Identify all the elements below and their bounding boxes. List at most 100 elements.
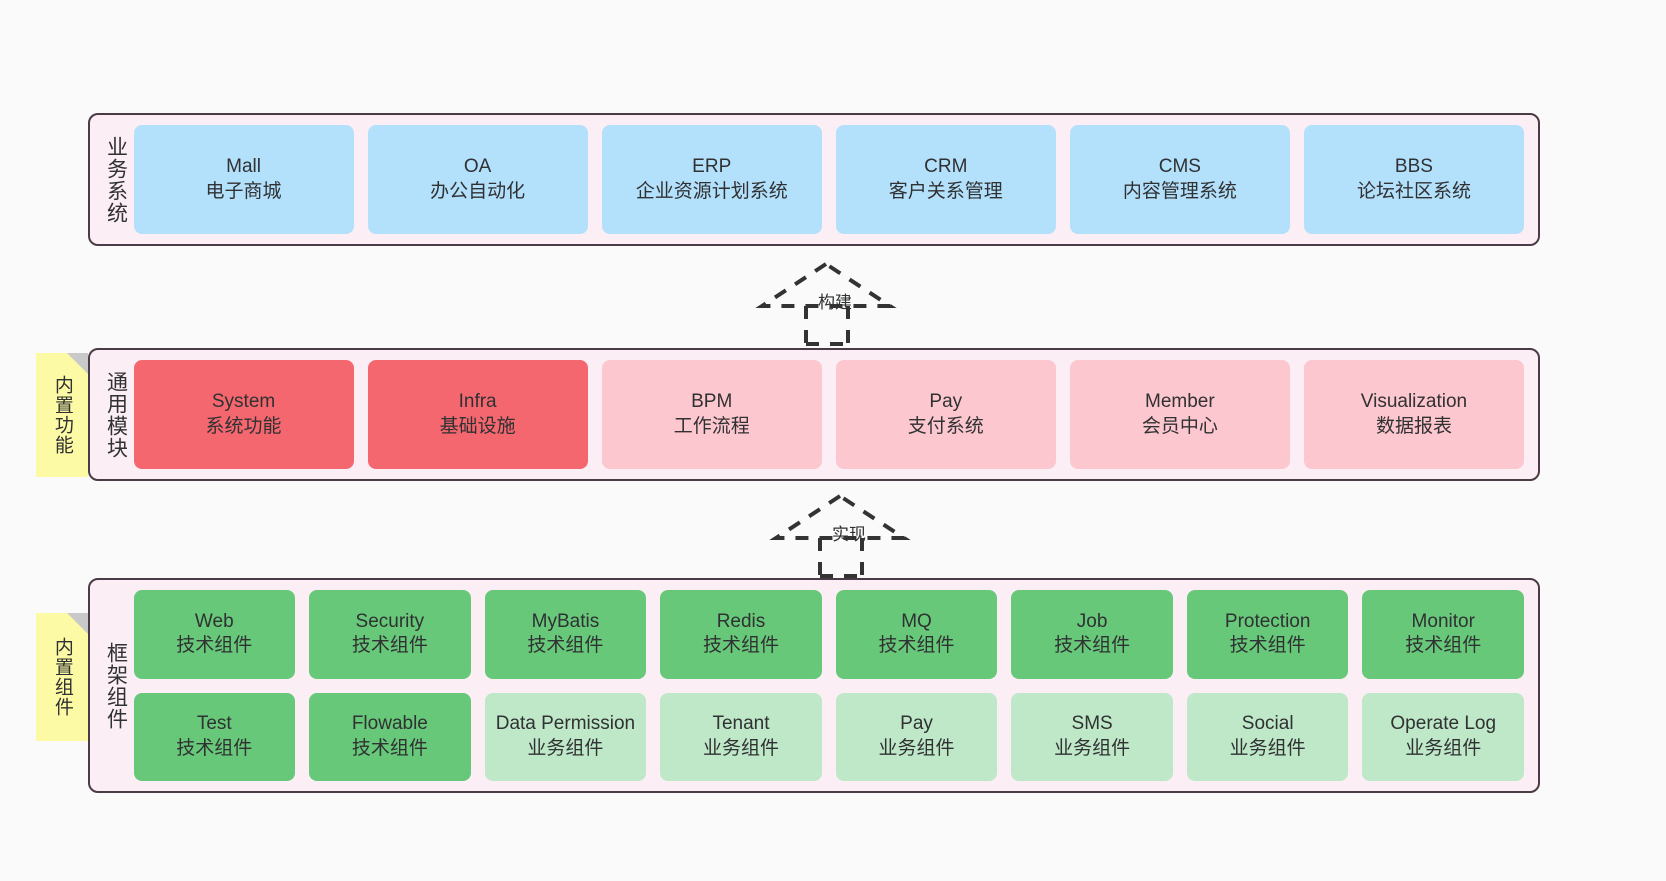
card-title: Job [1076, 610, 1108, 632]
card-data-permission[interactable]: Data Permission 业务组件 [484, 692, 647, 781]
card-subtitle: 企业资源计划系统 [635, 180, 788, 202]
note-label: 内置组件 [51, 637, 73, 717]
card-subtitle: 技术组件 [1229, 635, 1306, 657]
card-subtitle: 业务组件 [1229, 737, 1306, 759]
card-infra[interactable]: Infra 基础设施 [367, 360, 588, 469]
card-monitor[interactable]: Monitor 技术组件 [1362, 590, 1525, 679]
card-title: Tenant [712, 713, 770, 735]
card-title: MyBatis [531, 610, 600, 632]
card-subtitle: 业务组件 [702, 737, 779, 759]
card-subtitle: 客户关系管理 [888, 180, 1003, 202]
card-sms[interactable]: SMS 业务组件 [1011, 692, 1173, 781]
card-mall[interactable]: Mall 电子商城 [133, 125, 354, 234]
card-title: Visualization [1360, 391, 1468, 413]
card-title: Redis [716, 610, 766, 632]
card-subtitle: 数据报表 [1375, 415, 1452, 437]
card-title: Monitor [1411, 610, 1475, 632]
card-mybatis[interactable]: MyBatis 技术组件 [484, 590, 647, 679]
card-subtitle: 系统功能 [205, 415, 282, 437]
connector-build-glyph [755, 261, 897, 346]
card-member[interactable]: Member 会员中心 [1069, 360, 1290, 469]
layer-common-module: 通用模块 System 系统功能 Infra 基础设施 BPM 工作流程 Pay… [88, 348, 1540, 481]
note-built-in-component: 内置组件 [36, 613, 88, 741]
card-subtitle: 技术组件 [1054, 635, 1131, 657]
card-bbs[interactable]: BBS 论坛社区系统 [1303, 125, 1524, 234]
card-title: Pay [929, 391, 963, 413]
card-grid-common-module: System 系统功能 Infra 基础设施 BPM 工作流程 Pay 支付系统… [133, 360, 1524, 469]
card-subtitle: 工作流程 [673, 415, 750, 437]
card-subtitle: 电子商城 [205, 180, 282, 202]
note-built-in-feature: 内置功能 [36, 353, 88, 477]
card-mq[interactable]: MQ 技术组件 [835, 590, 998, 679]
card-title: Pay [900, 713, 933, 735]
card-subtitle: 业务组件 [1405, 737, 1482, 759]
card-grid-framework-component: Web 技术组件 Security 技术组件 MyBatis 技术组件 Redi… [133, 590, 1525, 781]
card-title: Security [355, 610, 425, 632]
layer-label-common-module: 通用模块 [104, 370, 128, 459]
card-subtitle: 技术组件 [351, 737, 428, 759]
layer-business-system: 业务系统 Mall 电子商城 OA 办公自动化 ERP 企业资源计划系统 CRM… [88, 113, 1540, 246]
card-crm[interactable]: CRM 客户关系管理 [835, 125, 1056, 234]
card-title: ERP [692, 156, 732, 178]
card-title: Data Permission [495, 713, 636, 735]
connector-implement-label: 实现 [832, 525, 866, 544]
card-title: MQ [901, 610, 932, 632]
card-subtitle: 技术组件 [351, 635, 428, 657]
card-subtitle: 业务组件 [1054, 737, 1131, 759]
card-erp[interactable]: ERP 企业资源计划系统 [601, 125, 822, 234]
card-title: Mall [226, 156, 261, 178]
card-system[interactable]: System 系统功能 [133, 360, 354, 469]
card-title: Flowable [351, 713, 428, 735]
card-title: SMS [1071, 713, 1113, 735]
card-operate-log[interactable]: Operate Log 业务组件 [1362, 692, 1525, 781]
layer-label-business-system: 业务系统 [104, 135, 128, 224]
card-subtitle: 内容管理系统 [1122, 180, 1237, 202]
card-title: Operate Log [1390, 713, 1497, 735]
card-pay[interactable]: Pay 支付系统 [835, 360, 1056, 469]
card-pay-business[interactable]: Pay 业务组件 [835, 692, 998, 781]
card-cms[interactable]: CMS 内容管理系统 [1069, 125, 1290, 234]
card-title: Infra [458, 391, 497, 413]
card-security[interactable]: Security 技术组件 [309, 590, 471, 679]
card-title: CMS [1158, 156, 1201, 178]
card-flowable[interactable]: Flowable 技术组件 [309, 692, 471, 781]
card-subtitle: 基础设施 [439, 415, 516, 437]
card-subtitle: 会员中心 [1141, 415, 1218, 437]
card-subtitle: 业务组件 [878, 737, 955, 759]
connector-build-label: 构建 [818, 293, 852, 312]
card-social[interactable]: Social 业务组件 [1186, 692, 1349, 781]
card-subtitle: 技术组件 [176, 737, 253, 759]
connector-implement: 实现 [769, 492, 920, 578]
card-title: Social [1241, 713, 1294, 735]
card-subtitle: 技术组件 [878, 635, 955, 657]
page-fold-icon [67, 353, 88, 374]
card-subtitle: 办公自动化 [430, 180, 526, 202]
card-tenant[interactable]: Tenant 业务组件 [660, 692, 822, 781]
card-redis[interactable]: Redis 技术组件 [660, 590, 822, 679]
card-title: BPM [691, 391, 733, 413]
card-subtitle: 技术组件 [702, 635, 779, 657]
card-subtitle: 论坛社区系统 [1356, 180, 1471, 202]
card-visualization[interactable]: Visualization 数据报表 [1303, 360, 1524, 469]
card-title: OA [463, 156, 492, 178]
card-subtitle: 技术组件 [527, 635, 604, 657]
card-test[interactable]: Test 技术组件 [133, 692, 296, 781]
card-subtitle: 业务组件 [527, 737, 604, 759]
layer-label-framework-component: 框架组件 [104, 641, 128, 730]
connector-implement-glyph [769, 493, 911, 578]
card-grid-business-system: Mall 电子商城 OA 办公自动化 ERP 企业资源计划系统 CRM 客户关系… [133, 125, 1524, 234]
connector-build: 构建 [755, 260, 906, 346]
card-title: Web [194, 610, 234, 632]
card-row: Test 技术组件 Flowable 技术组件 Data Permission … [133, 692, 1525, 781]
card-bpm[interactable]: BPM 工作流程 [601, 360, 822, 469]
card-title: Protection [1224, 610, 1311, 632]
card-web[interactable]: Web 技术组件 [133, 590, 296, 679]
card-title: System [211, 391, 276, 413]
card-oa[interactable]: OA 办公自动化 [367, 125, 588, 234]
card-protection[interactable]: Protection 技术组件 [1186, 590, 1349, 679]
card-subtitle: 技术组件 [176, 635, 253, 657]
card-row: Mall 电子商城 OA 办公自动化 ERP 企业资源计划系统 CRM 客户关系… [133, 125, 1524, 234]
card-row: System 系统功能 Infra 基础设施 BPM 工作流程 Pay 支付系统… [133, 360, 1524, 469]
page-fold-icon [67, 613, 88, 634]
card-job[interactable]: Job 技术组件 [1011, 590, 1173, 679]
